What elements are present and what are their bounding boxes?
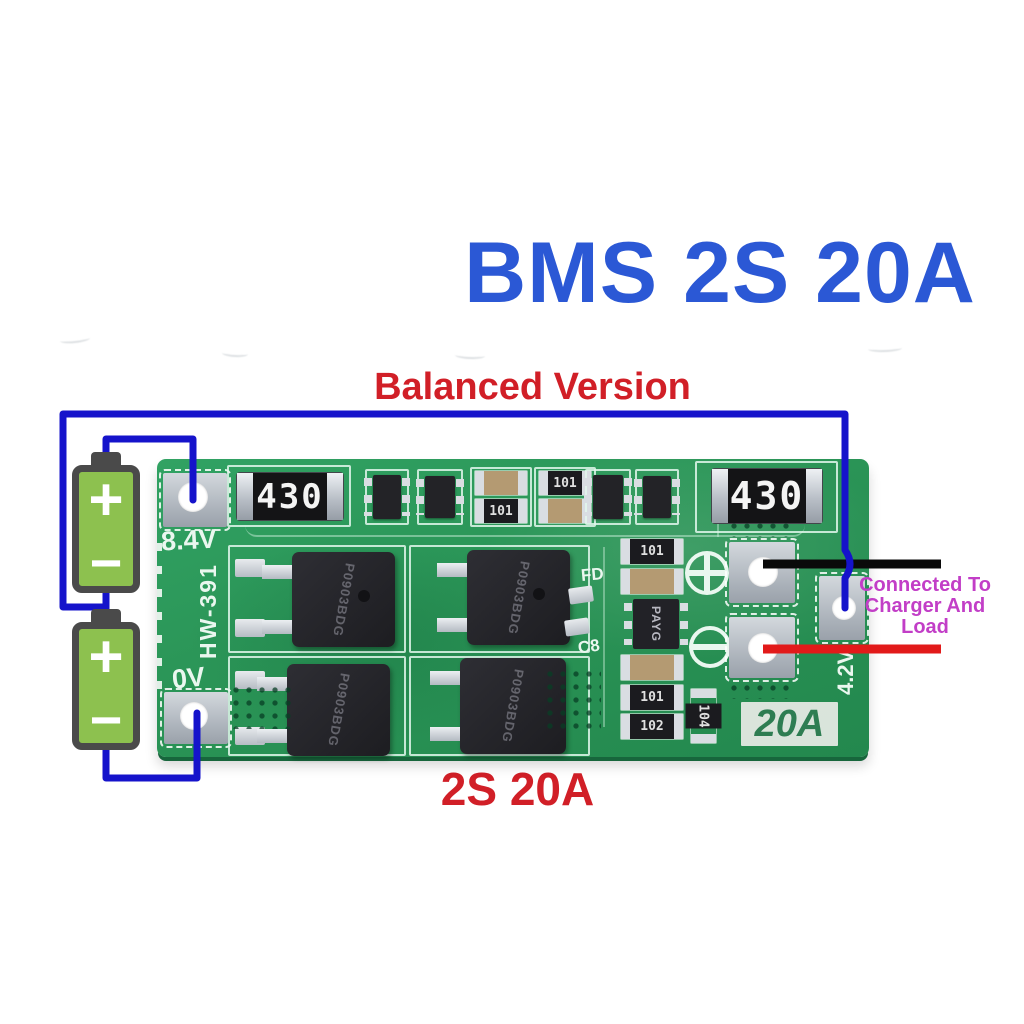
transistor-sot23 [364, 475, 410, 519]
battery-minus-sign: − [89, 688, 123, 751]
watermark-smudge [454, 351, 486, 360]
label-4v2: 4.2V [833, 649, 858, 695]
label-8v4: 8.4V [160, 523, 218, 557]
label-fd: FD [580, 564, 605, 585]
resistor-end [237, 473, 253, 520]
resistor-end [712, 469, 728, 523]
solder-pad [568, 585, 594, 605]
current-rating-badge: 20A [741, 702, 838, 746]
resistor-101: 101 [621, 539, 683, 564]
pad-p-minus [725, 613, 799, 682]
watermark-smudge [221, 349, 249, 358]
battery-body: + − [72, 622, 140, 750]
battery-minus-sign: − [89, 531, 123, 594]
connection-note-line: Connected To [859, 574, 991, 596]
via-dots [233, 687, 293, 729]
resistor-102: 102 [621, 714, 683, 739]
mosfet: P0903BDG [262, 552, 395, 647]
pcb-trace [603, 547, 607, 727]
transistor-sot23 [584, 475, 632, 519]
resistor-430-right: 430 [712, 469, 822, 523]
via-dots [731, 685, 795, 699]
plus-symbol [685, 551, 729, 595]
pad-hole [748, 633, 778, 663]
pin1-dot [533, 588, 546, 600]
pad-hole [748, 557, 778, 587]
bms-board: 8.4V 0V HW-391 430 101 101 [157, 459, 869, 757]
battery-cell-2: + − [72, 609, 140, 750]
pad-battery-plus [159, 469, 231, 531]
minus-symbol [689, 626, 731, 668]
label-c8: C8 [576, 635, 601, 658]
balanced-version-label: Balanced Version [374, 366, 691, 408]
board-rating-label: 2S 20A [440, 763, 595, 815]
pad-hole [178, 482, 208, 512]
resistor-end [806, 469, 822, 523]
solder-pad [564, 617, 590, 637]
transistor-sot23 [634, 476, 680, 518]
resistor-430-left: 430 [237, 473, 343, 520]
via-dots [547, 671, 601, 731]
battery-plus-sign: + [88, 623, 124, 690]
watermark-smudge [867, 344, 903, 353]
capacitor-chip [621, 569, 683, 594]
battery-plus-sign: + [88, 466, 124, 533]
capacitor-chip [475, 471, 527, 495]
transistor-sot23 [416, 476, 464, 518]
mosfet: P0903BDG [437, 550, 570, 645]
pad-hole [180, 702, 208, 730]
pad-p-plus [725, 538, 799, 607]
resistor-101: 101 [475, 499, 527, 523]
connection-note: Connected To Charger And Load [845, 575, 1005, 638]
connection-note-line: Load [901, 616, 949, 638]
mosfet: P0903BDG [257, 664, 390, 756]
pad-battery-minus [160, 688, 232, 748]
connection-note-line: Charger And [864, 595, 986, 617]
via-dots [731, 523, 795, 537]
pcb-edge-marks [157, 543, 162, 703]
pin1-dot [358, 590, 371, 602]
battery-cell-1: + − [72, 452, 140, 593]
battery-body: + − [72, 465, 140, 593]
balance-ic: PAYG [624, 599, 688, 649]
resistor-end [327, 473, 343, 520]
board-model-label: HW-391 [195, 563, 221, 659]
solder-pad [235, 619, 265, 637]
label-0v: 0V [170, 661, 207, 695]
capacitor-chip [621, 655, 683, 680]
resistor-101: 101 [621, 685, 683, 710]
resistor-104: 104 [685, 689, 722, 743]
watermark-smudge [59, 334, 91, 345]
page-title: BMS 2S 20A [464, 225, 976, 321]
solder-pad [235, 559, 265, 577]
